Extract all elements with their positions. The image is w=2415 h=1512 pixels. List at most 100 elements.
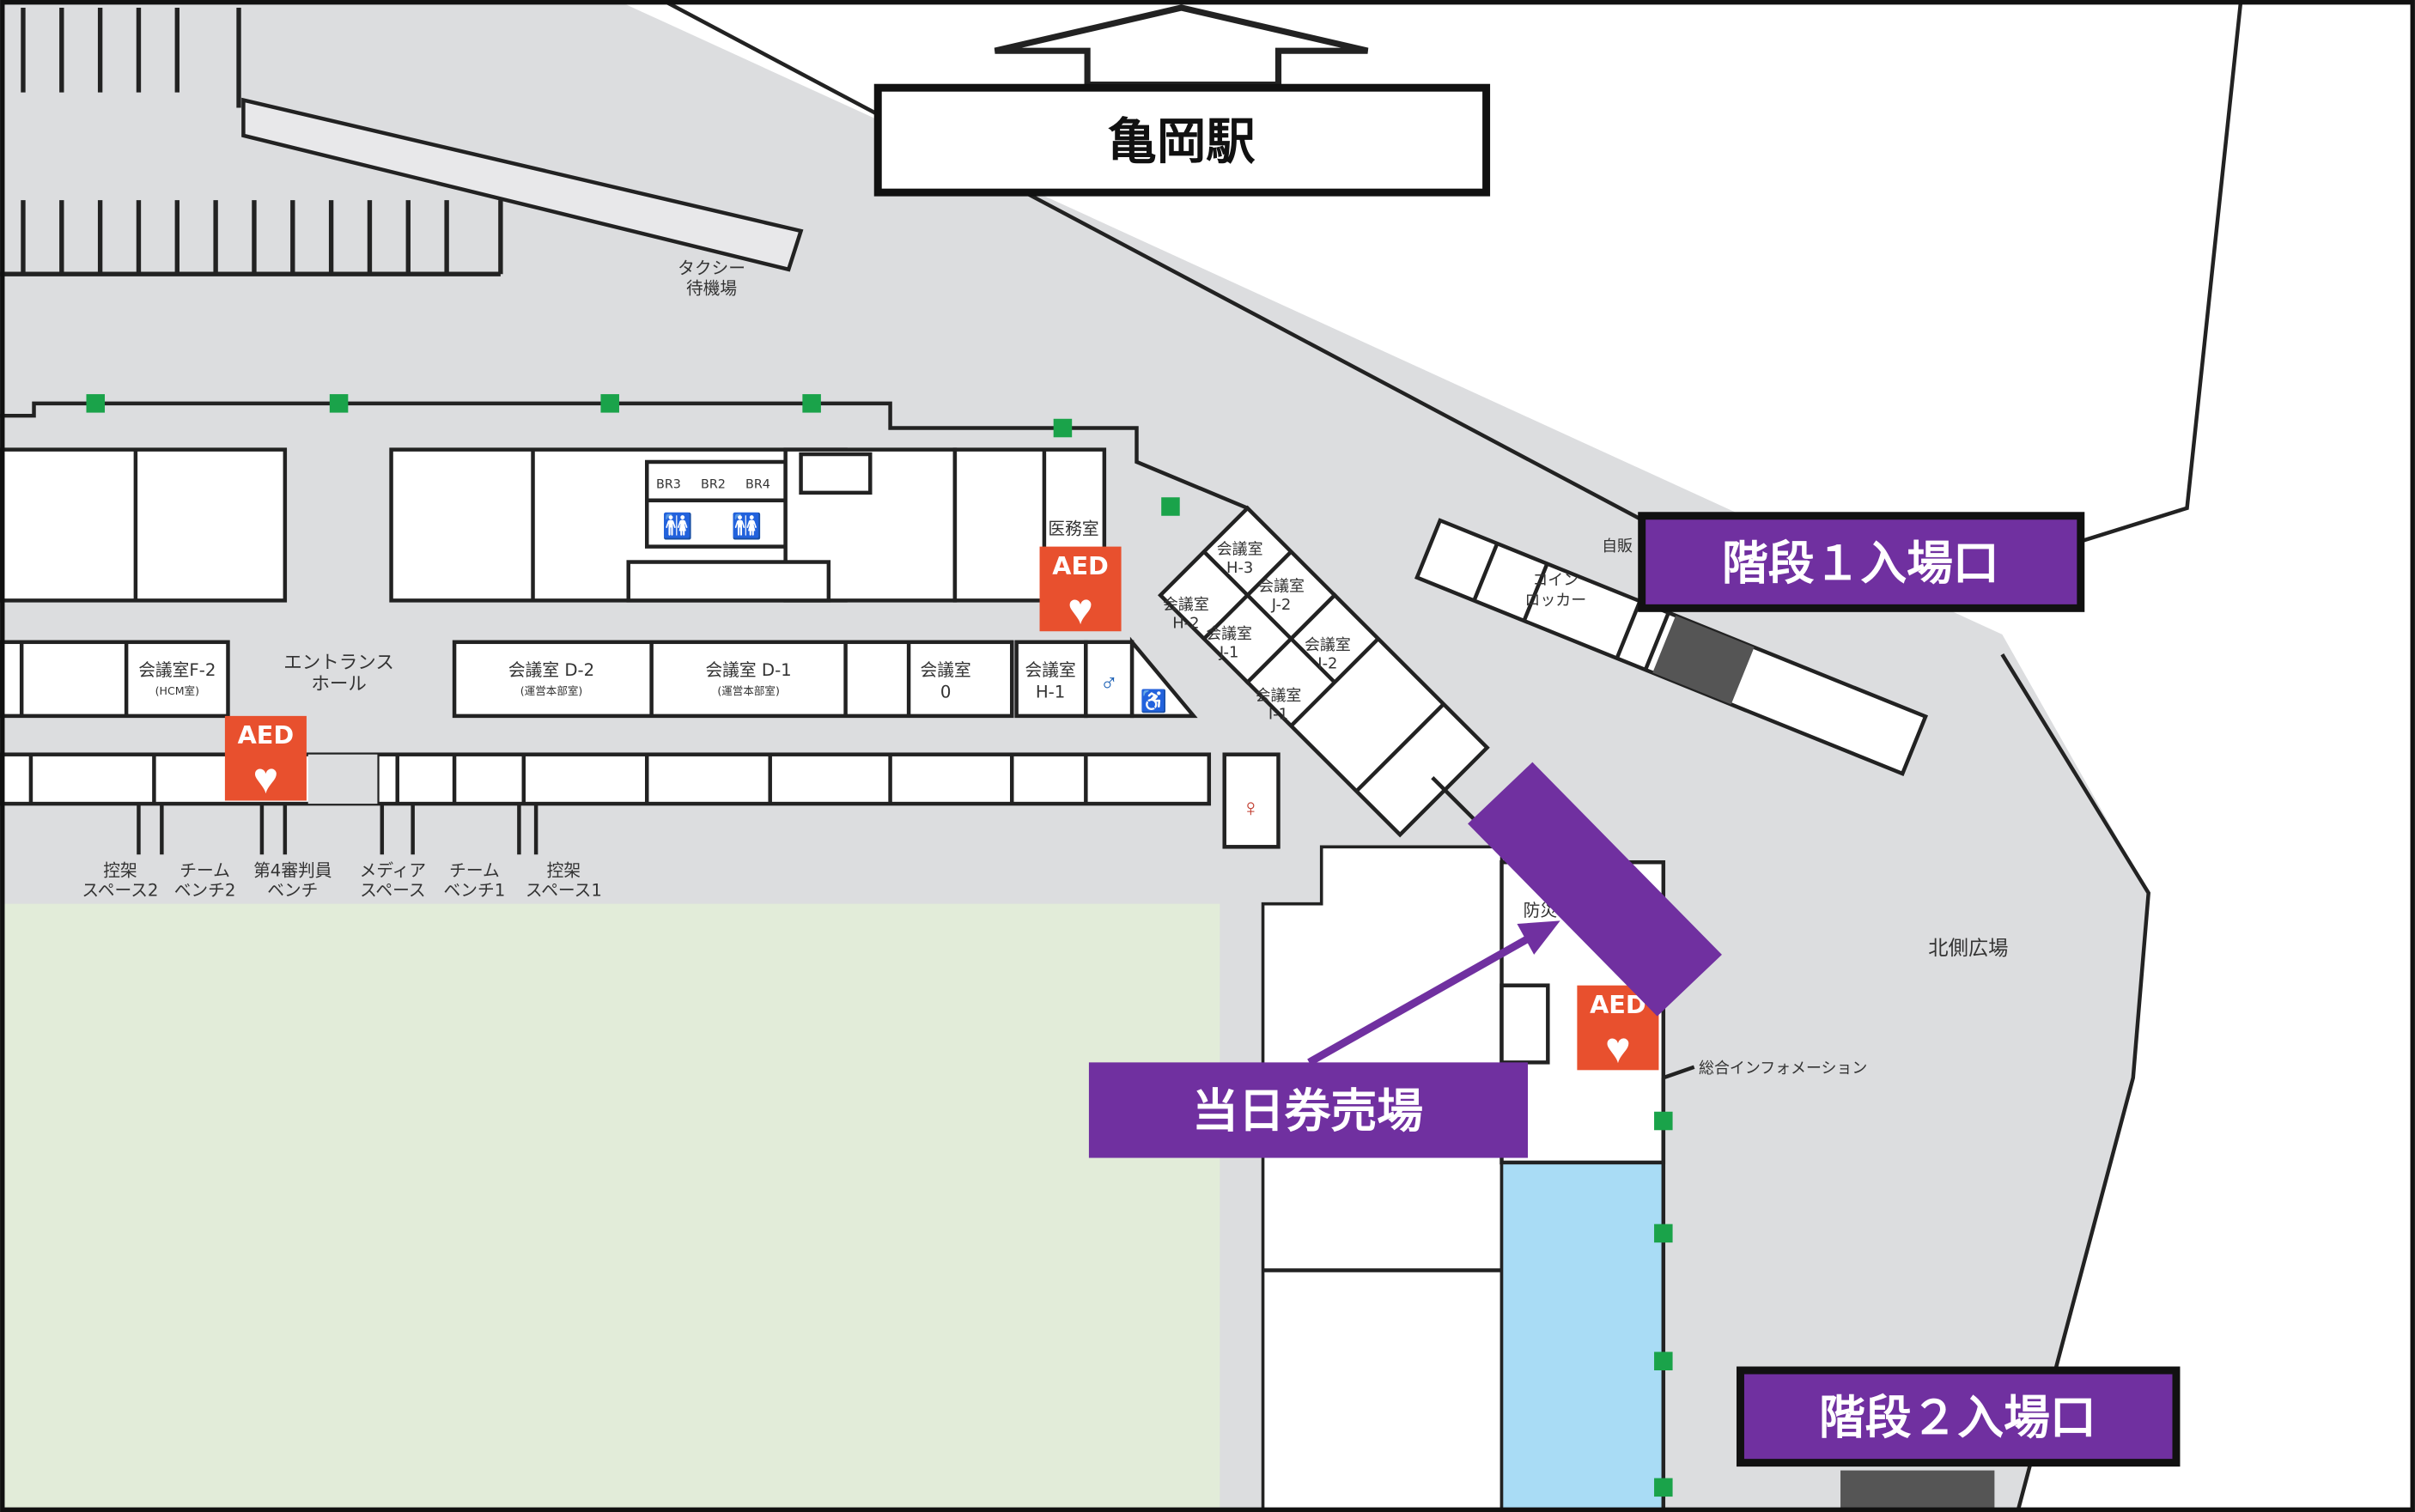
room-i1-label: 会議室 [1256,687,1302,705]
bench-label: メディア [360,860,427,880]
room-f2-label: 会議室F-2 [138,660,216,680]
bench-label: 第4審判員 [253,860,332,880]
coin-locker-label-2: ロッカー [1524,592,1586,610]
room-i1-sub: I-1 [1268,705,1288,723]
room-j1-sub: J-1 [1219,644,1239,662]
entrance-hall-label-2: ホール [311,673,367,695]
coin-locker-block [1414,518,1929,776]
exit-sign-icon [1654,1351,1673,1371]
ticket-booth-marker [1468,762,1722,1017]
stairs1-callout-label: 階段１入場口 [1722,536,1999,590]
vending-label: 自販 [1602,537,1633,556]
entrance-hall-label: エントランス [283,652,394,673]
room-d2-sub: (運営本部室) [520,684,583,697]
room-f2-sub: (HCM室) [155,684,199,697]
room-h3-label: 会議室 [1217,541,1263,559]
aed-label: AED [1052,551,1109,580]
room-j2-sub: J-2 [1271,596,1292,614]
exit-signs [86,394,1673,1497]
taxi-lane [241,97,804,272]
stairs2-callout [1736,1366,2181,1467]
water-area [1499,1161,1665,1512]
diagonal-rooms [1158,505,1490,838]
stairs2-hatch [1840,1470,1995,1512]
heart-icon: ♥ [1605,1023,1631,1072]
station-box [873,83,1491,197]
room-j1-label: 会議室 [1206,625,1252,643]
coin-locker-label: コイン [1532,571,1579,589]
person-icon: ♂ [1099,670,1118,697]
bench-labels: 控架 スペース2 チーム ベンチ2 第4審判員 ベンチ メディア スペース チー… [82,860,602,900]
exit-sign-icon [802,394,821,413]
info-leader [1663,1065,1695,1080]
room-h2-sub: H-2 [1172,615,1199,633]
pitch [0,903,1220,1512]
info-label: 総合インフォメーション [1699,1060,1867,1078]
stairs [1499,983,1550,1065]
stand-area [1261,845,1504,1512]
building-wall [0,401,1249,510]
stairs1-callout [1638,512,2085,612]
exit-sign-icon [1654,1111,1673,1131]
room-0-label: 会議室 [921,660,971,680]
heart-icon: ♥ [253,755,279,803]
upper-rooms [0,447,1107,603]
middle-rooms [0,636,1198,719]
ticket-callout-label: 当日券売場 [1192,1084,1423,1139]
room-i2-sub: I-2 [1317,654,1337,672]
female-toilet-icon: ♀ [1241,794,1260,822]
heart-icon: ♥ [1068,585,1093,633]
exit-sign-icon [1654,1224,1673,1243]
room-d2-label: 会議室 D-2 [508,660,594,680]
room-h1-sub: H-1 [1036,682,1066,701]
bench-label: 控架 [547,860,581,880]
aed-marker: AED ♥ [1039,546,1122,633]
small-room-label: BR3 [656,477,681,491]
aed-marker: AED ♥ [224,715,307,803]
room-h1-label: 会議室 [1025,660,1076,680]
north-plaza-label: 北側広場 [1928,937,2008,960]
bench-label: ベンチ2 [174,881,236,901]
bench-label: スペース1 [526,881,602,901]
room-h2-label: 会議室 [1163,596,1209,614]
room-j2-label: 会議室 [1258,578,1305,596]
medical-room-label: 医務室 [1048,519,1098,538]
arrow-head-icon [1517,920,1560,955]
exit-sign-icon [1053,418,1073,438]
exit-sign-icon [1161,497,1180,516]
taxi-label-2: 待機場 [686,279,737,299]
bench-label: スペース2 [82,881,158,901]
station-label: 亀岡駅 [1107,113,1256,171]
exit-sign-icon [329,394,349,413]
aed-label: AED [238,720,295,750]
toilet-icon: 🚻 [662,511,693,540]
arrow-line [1307,932,1535,1066]
wheelchair-icon: ♿ [1141,689,1167,713]
road-line-right [2063,0,2243,549]
bench-label: ベンチ [267,881,318,901]
small-room-label: BR2 [701,477,726,491]
bench-row [0,752,1212,855]
stairs2-callout-label: 階段２入場口 [1819,1391,2096,1445]
exit-sign-icon [600,394,619,413]
bench-label: 控架 [103,860,137,880]
toilet-room [1222,752,1280,849]
room-d1-label: 会議室 D-1 [705,660,791,680]
toilet-icon: 🚻 [732,511,763,540]
plaza-edge [2000,653,2150,1512]
road-line [661,0,1664,533]
bench-label: チーム [449,860,500,880]
room-h3-sub: H-3 [1226,559,1253,577]
small-room-label: BR4 [745,477,770,491]
parking-lots [0,7,503,276]
bench-label: ベンチ1 [444,881,506,901]
room-d1-sub: (運営本部室) [717,684,780,697]
room-0-sub: 0 [940,682,952,701]
north-arrow [994,4,1369,88]
taxi-label: タクシー [678,258,745,278]
bench-label: チーム [179,860,230,880]
exit-sign-icon [1654,1478,1673,1497]
bench-label: スペース [360,881,426,901]
